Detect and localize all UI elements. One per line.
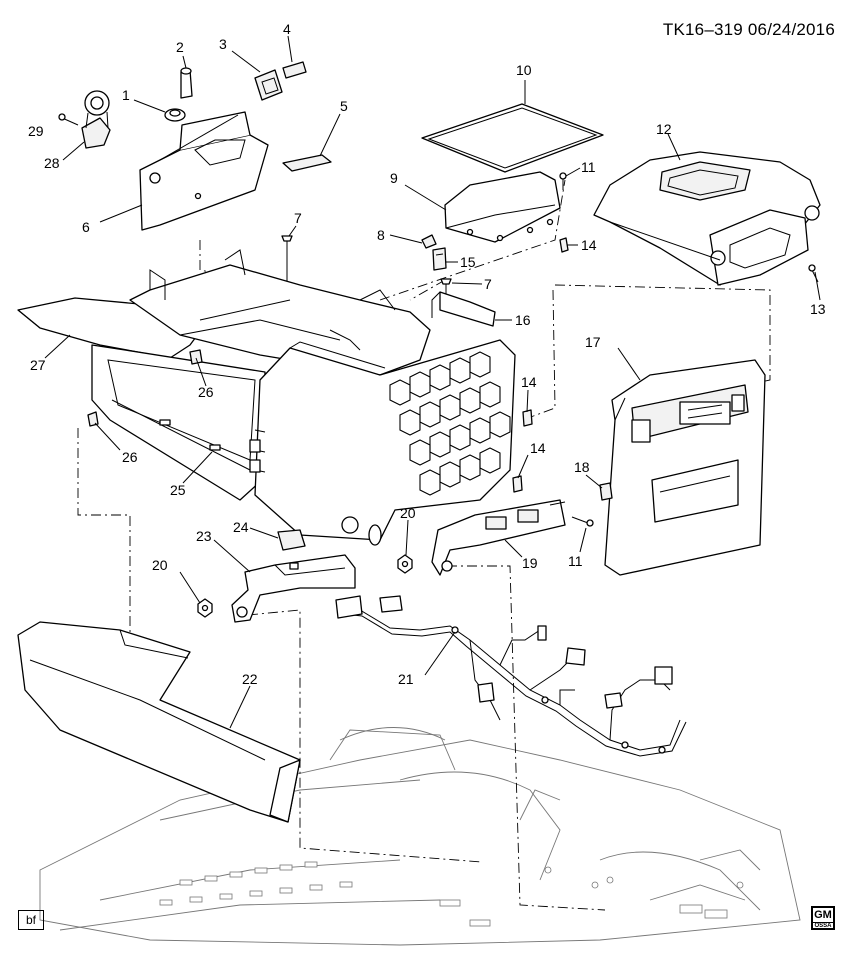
part-2-power-outlet	[180, 67, 193, 99]
callout-14-upper: 14	[581, 237, 597, 253]
callout-13: 13	[810, 301, 826, 317]
callout-1: 1	[122, 87, 130, 103]
gm-logo-text: GM	[814, 909, 832, 921]
callout-11-lower: 11	[568, 553, 583, 569]
callout-16: 16	[515, 312, 531, 328]
gm-logo: GM OSSA	[811, 906, 835, 930]
callout-27: 27	[30, 357, 46, 373]
part-9-storage-tray	[444, 171, 561, 243]
callout-14-lower: 14	[530, 440, 546, 456]
part-12-armrest-lid	[593, 151, 821, 286]
part-26-clip-upper	[189, 349, 203, 365]
callout-6: 6	[82, 219, 90, 235]
callout-29: 29	[28, 123, 44, 139]
console-frame	[129, 249, 431, 376]
part-24-pad	[277, 529, 306, 551]
part-15-latch	[432, 247, 447, 271]
part-3-switch	[254, 69, 283, 101]
callout-2: 2	[176, 39, 184, 55]
floor-holes	[159, 861, 744, 927]
vehicle-floor	[39, 727, 801, 946]
callout-26-lower: 26	[122, 449, 138, 465]
part-5-pad	[282, 154, 332, 172]
callout-7-right: 7	[484, 276, 492, 292]
callout-22: 22	[242, 671, 258, 687]
callout-7-left: 7	[294, 210, 302, 226]
part-20-nut-left	[197, 598, 213, 618]
callout-9: 9	[390, 170, 398, 186]
part-14-clip-middle	[522, 409, 533, 427]
callout-11-upper: 11	[581, 159, 596, 175]
callout-24: 24	[233, 519, 249, 535]
callout-12: 12	[656, 121, 672, 137]
callout-8: 8	[377, 227, 385, 243]
console-main-body	[249, 339, 516, 546]
part-1-socket-retainer	[164, 108, 186, 122]
part-4-cover	[282, 61, 307, 79]
callout-3: 3	[219, 36, 227, 52]
callout-20-left: 20	[152, 557, 168, 573]
part-11-screw-lower	[571, 516, 594, 527]
part-25-side-panel	[91, 344, 266, 501]
callout-4: 4	[283, 21, 291, 37]
callout-leaders	[44, 35, 821, 729]
part-13-screw	[808, 264, 819, 283]
callout-26-upper: 26	[198, 384, 214, 400]
part-18-clip	[599, 482, 613, 501]
callout-25: 25	[170, 482, 186, 498]
callout-19: 19	[522, 555, 538, 571]
gm-logo-subtext: OSSA	[813, 922, 833, 929]
callout-labels: 1 2 3 4 5 6 7 7 8 9 10 11 11 12 13 14 14…	[28, 21, 826, 687]
part-29-screw	[58, 113, 79, 126]
illustrator-tag: bf	[18, 910, 44, 930]
callout-20-right: 20	[400, 505, 416, 521]
part-6-accessory-bezel	[139, 111, 269, 231]
callout-5: 5	[340, 98, 348, 114]
part-14-clip-upper	[559, 237, 569, 253]
callout-21: 21	[398, 671, 414, 687]
callout-15: 15	[460, 254, 476, 270]
diagram-header: TK16–319 06/24/2016	[663, 20, 835, 40]
leader-lines	[77, 179, 771, 911]
diagram-id: TK16–319	[662, 20, 743, 39]
part-17-rear-panel	[604, 359, 766, 576]
callout-23: 23	[196, 528, 212, 544]
callout-14-middle: 14	[521, 374, 537, 390]
part-28-usb-port	[81, 90, 111, 149]
part-14-clip-lower	[512, 475, 523, 493]
part-10-mat	[421, 103, 604, 173]
part-26-clip-lower	[87, 411, 99, 427]
diagram-date: 06/24/2016	[747, 20, 835, 39]
part-19-module-bracket	[431, 499, 566, 576]
part-8-clip	[421, 234, 437, 249]
part-23-bracket	[231, 554, 356, 623]
callout-28: 28	[44, 155, 60, 171]
part-16-bracket	[431, 291, 496, 327]
callout-18: 18	[574, 459, 590, 475]
console-honeycomb-structure	[389, 351, 511, 496]
part-20-nut-right	[397, 554, 413, 574]
part-22-trim-panel	[17, 621, 301, 823]
callout-10: 10	[516, 62, 532, 78]
callout-17: 17	[585, 334, 601, 350]
part-21-wiring-harness	[335, 595, 687, 757]
